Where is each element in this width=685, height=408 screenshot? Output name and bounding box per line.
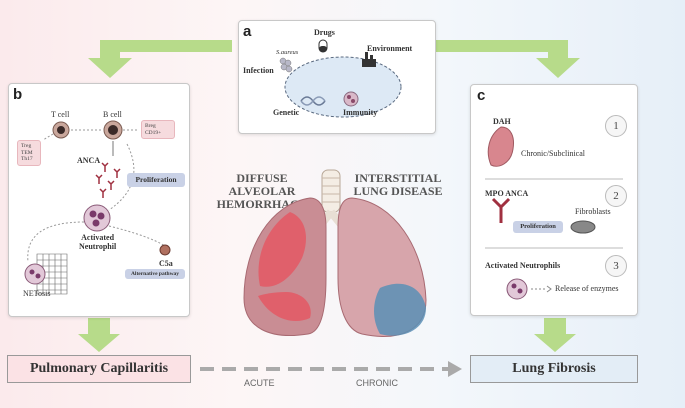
lungs-illustration: [243, 169, 427, 337]
release-enzymes-label: Release of enzymes: [555, 284, 619, 293]
mpo-anca-antibody-icon: [491, 197, 511, 223]
panel-c-drawing: [485, 126, 623, 300]
b-subsets-box: Breg CD19+: [141, 120, 175, 139]
acute-label: ACUTE: [244, 378, 275, 388]
t-cell-label: T cell: [51, 110, 70, 119]
netosis-label: NETosis: [23, 289, 51, 298]
mpo-anca-label: MPO ANCA: [485, 189, 529, 198]
activated-neutrophil-icon: [83, 204, 111, 232]
lung-fibrosis-box: Lung Fibrosis: [470, 355, 638, 383]
t-em-label: TEM: [21, 149, 33, 156]
activated-neutrophil-icon-c: [506, 278, 528, 300]
arrow-to-capillaritis: [78, 318, 120, 352]
netosis-cell-icon: [24, 263, 46, 285]
panel-a-ellipse: [279, 39, 402, 118]
t-subsets-box: Treg TEM Th17: [17, 140, 41, 166]
step-1-badge: 1: [605, 115, 627, 137]
b-reg-label: Breg: [145, 123, 156, 129]
panel-a-label: a: [243, 23, 252, 40]
c5a-icon: [159, 244, 171, 256]
panel-b: b: [8, 83, 190, 317]
dah-label: DAH: [493, 117, 511, 126]
step-3-badge: 3: [605, 255, 627, 277]
left-lung-hemorrhage: [258, 212, 306, 287]
pulmonary-capillaritis-box: Pulmonary Capillaritis: [7, 355, 191, 383]
proliferation-pill: Proliferation: [127, 173, 185, 187]
s-aureus-label: S.aureus: [276, 49, 299, 56]
infection-label: Infection: [243, 66, 274, 75]
arrow-to-fibrosis: [534, 318, 576, 352]
panel-a: a Drugs Environment S.aureus Infection G…: [238, 20, 436, 134]
c5a-label: C5a: [159, 259, 173, 268]
panel-b-label: b: [13, 86, 23, 103]
cd19-label: CD19+: [145, 129, 162, 136]
arrow-to-panel-b: [88, 40, 232, 78]
environment-label: Environment: [367, 44, 413, 53]
activated-neutrophil-label: Activated Neutrophil: [79, 233, 117, 251]
t-reg-label: Treg: [21, 143, 32, 149]
drugs-label: Drugs: [314, 28, 335, 37]
activated-neutrophils-label: Activated Neutrophils: [485, 261, 561, 270]
proliferation-pill-c: Proliferation: [513, 221, 563, 233]
genetic-label: Genetic: [273, 108, 300, 117]
anca-antibodies-icon: [95, 162, 121, 198]
immune-cell-icon: [343, 91, 359, 107]
panel-c: c DAH 1 Chronic/Subclinical MPO ANCA 2 F…: [470, 84, 638, 316]
fibroblast-icon: [570, 220, 596, 234]
panel-c-label: c: [477, 87, 486, 104]
arrow-to-panel-c: [432, 40, 580, 78]
immunity-label: Immunity: [343, 108, 378, 117]
chronic-label: CHRONIC: [356, 378, 398, 388]
t-h17-label: Th17: [21, 156, 33, 162]
step-2-badge: 2: [605, 185, 627, 207]
dashed-arrow-head: [448, 361, 462, 377]
right-lung-fibrosis: [374, 283, 426, 336]
dah-lung-icon: [487, 126, 514, 167]
panel-b-drawing: [24, 120, 171, 295]
bacteria-icon: [279, 57, 293, 73]
fibroblasts-label: Fibroblasts: [575, 207, 611, 216]
ild-title: INTERSTITIAL LUNG DISEASE: [353, 171, 443, 198]
chronic-subclinical-label: Chronic/Subclinical: [521, 149, 585, 158]
b-cell-label: B cell: [103, 110, 122, 119]
factory-icon: [362, 52, 376, 67]
trachea: [321, 169, 341, 213]
anca-label: ANCA: [77, 156, 101, 165]
alternative-pathway-pill: Alternative pathway: [125, 269, 185, 279]
